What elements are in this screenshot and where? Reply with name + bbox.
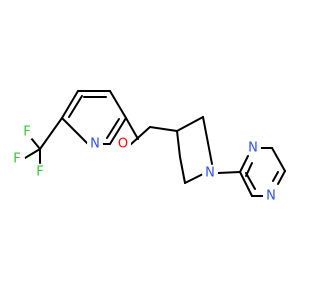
- atom-fluorine-3: F: [36, 165, 43, 180]
- bond-pyridine-n-c6: [61, 117, 89, 145]
- bond-pyridine-to-oxygen: [125, 117, 139, 140]
- atom-nitrogen-pyrazine-1: N: [248, 141, 258, 156]
- bond-cf3-f-upper: [30, 137, 41, 150]
- bond-piperidine-c2-n: [207, 142, 213, 165]
- bond-pyrazine-c5-n4: [277, 170, 286, 185]
- atom-nitrogen-piperidine: N: [205, 166, 215, 181]
- bond-pyridine-c3-c2: [109, 117, 127, 145]
- bond-piperidine-c5-c4: [176, 130, 181, 158]
- bond-oxygen-to-ch2: [129, 126, 151, 146]
- bond-pyridine-c6-c5-inner: [68, 95, 83, 118]
- bond-ch2-to-piperidine: [149, 126, 178, 132]
- bond-piperidine-n-to-pyrazine: [217, 171, 241, 174]
- atom-nitrogen-pyridine: N: [90, 137, 100, 152]
- molecule-structure: F F F N O N N N: [9, 90, 286, 204]
- bond-pyrazine-c3-c2-inner: [245, 172, 256, 190]
- atom-nitrogen-pyrazine-4: N: [266, 189, 276, 204]
- bond-pyrazine-c6-c5: [271, 147, 286, 172]
- atom-fluorine-1: F: [23, 125, 30, 140]
- atom-fluorine-2: F: [13, 152, 20, 167]
- atom-oxygen-ether: O: [118, 137, 128, 152]
- bond-piperidine-c6-c5: [179, 156, 186, 184]
- bond-pyrazine-c5-n4-inner: [272, 171, 279, 182]
- bond-piperidine-n-c6: [184, 173, 204, 184]
- atom-layer: F F F N O N N N: [9, 124, 279, 204]
- bond-piperidine-c4-c3: [176, 116, 204, 132]
- bond-pyrazine-c2-n1: [239, 155, 249, 173]
- bond-cf3-f-lower-left: [24, 148, 41, 159]
- bond-pyridine-c2-n-inner: [106, 118, 120, 139]
- bond-layer: [24, 90, 286, 197]
- bond-pyrazine-c3-c2: [239, 171, 253, 197]
- bond-cf3-to-pyridine: [39, 117, 63, 150]
- bond-pyridine-c6-c5: [61, 90, 79, 119]
- bond-piperidine-c3-c2: [202, 116, 209, 144]
- bond-pyridine-c4-c3: [109, 90, 127, 119]
